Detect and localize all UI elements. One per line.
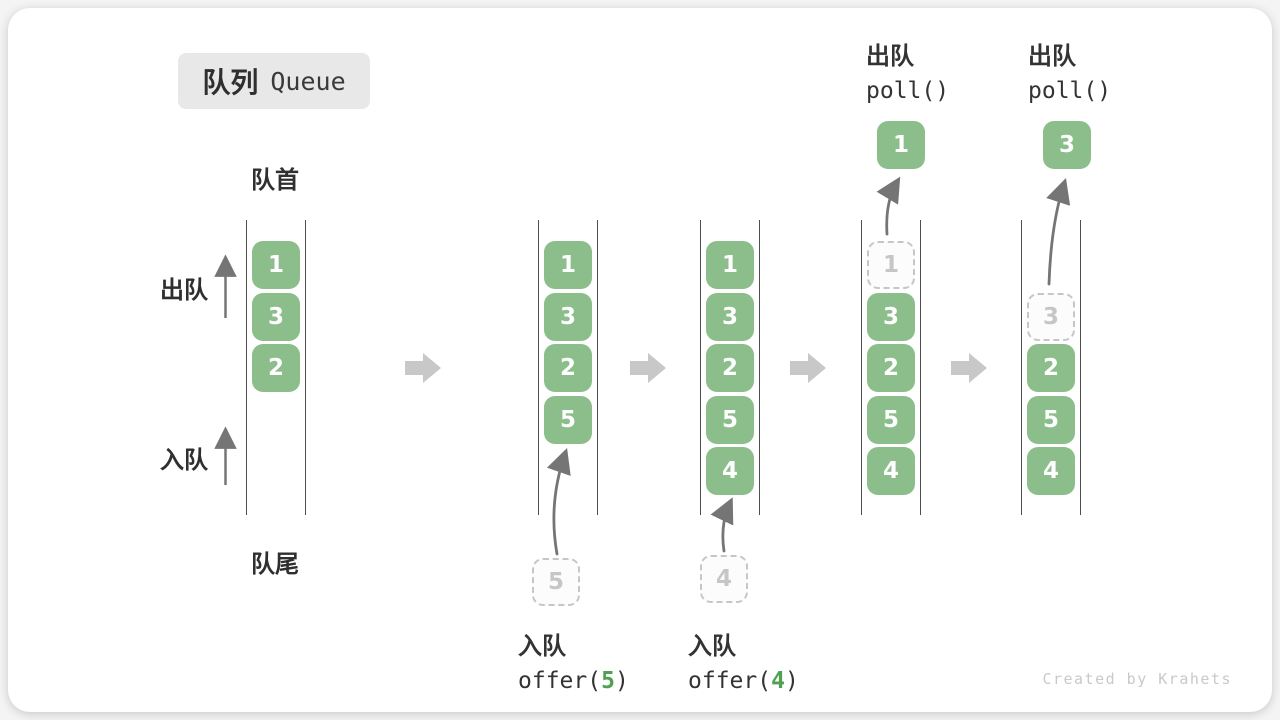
queue-box: 3 bbox=[706, 292, 754, 341]
queue-box: 1 bbox=[706, 241, 754, 289]
operation-code: offer(4) bbox=[688, 668, 799, 694]
code-argument: 5 bbox=[601, 668, 615, 694]
label-enqueue: 入队 bbox=[160, 447, 208, 474]
queue-box: 5 bbox=[867, 395, 915, 444]
queue-box: 4 bbox=[1027, 447, 1075, 495]
removed-dequeue-box-3: 3 bbox=[1043, 121, 1091, 169]
transition-arrow-icon bbox=[790, 353, 826, 383]
operation-offer-4: 入队 offer(4) bbox=[688, 626, 799, 694]
queue-box: 4 bbox=[706, 447, 754, 495]
queue-state-3: 1 3 2 5 4 bbox=[700, 220, 760, 515]
queue-state-1: 1 3 2 bbox=[246, 220, 306, 515]
queue-box: 5 bbox=[706, 395, 754, 444]
queue-box: 3 bbox=[252, 292, 300, 341]
queue-stack: 1 3 2 bbox=[252, 241, 300, 392]
operation-label: 入队 bbox=[518, 633, 566, 660]
queue-box: 1 bbox=[544, 241, 592, 289]
operation-code: poll() bbox=[1028, 78, 1112, 104]
pending-enqueue-box-5: 5 bbox=[532, 558, 580, 606]
queue-stack: 3 2 5 4 bbox=[1027, 292, 1075, 495]
transition-arrow-icon bbox=[630, 353, 666, 383]
label-dequeue: 出队 bbox=[160, 277, 208, 304]
code-prefix: offer( bbox=[518, 668, 602, 694]
queue-state-2: 1 3 2 5 bbox=[538, 220, 598, 515]
queue-box: 4 bbox=[867, 447, 915, 495]
code-prefix: offer( bbox=[688, 668, 772, 694]
queue-state-4: 1 3 2 5 4 bbox=[861, 220, 921, 515]
queue-box: 2 bbox=[706, 344, 754, 392]
code-suffix: ) bbox=[614, 668, 629, 694]
removed-dequeue-box-1: 1 bbox=[877, 121, 925, 169]
title-box: 队列 Queue bbox=[178, 53, 370, 109]
operation-poll-1: 出队 poll() bbox=[866, 36, 949, 104]
operation-poll-2: 出队 poll() bbox=[1028, 36, 1111, 104]
queue-box: 2 bbox=[252, 344, 300, 392]
queue-stack: 1 3 2 5 4 bbox=[706, 241, 754, 495]
transition-arrow-icon bbox=[951, 353, 987, 383]
title-en: Queue bbox=[270, 66, 346, 96]
operation-code: poll() bbox=[866, 78, 950, 104]
operation-label: 入队 bbox=[688, 633, 736, 660]
queue-stack: 1 3 2 5 bbox=[544, 241, 592, 444]
operation-code: offer(5) bbox=[518, 668, 629, 694]
operation-label: 出队 bbox=[1028, 43, 1076, 70]
diagram-canvas: 队列 Queue 队首 队尾 出队 入队 1 3 2 1 3 2 5 1 3 2… bbox=[8, 8, 1272, 712]
diagram-card: 队列 Queue 队首 队尾 出队 入队 1 3 2 1 3 2 5 1 3 2… bbox=[8, 8, 1272, 712]
code-suffix: ) bbox=[784, 668, 799, 694]
pending-enqueue-box-4: 4 bbox=[700, 555, 748, 603]
queue-box: 2 bbox=[544, 344, 592, 392]
label-queue-rear: 队尾 bbox=[251, 551, 299, 578]
queue-state-5: 3 2 5 4 bbox=[1021, 220, 1081, 515]
queue-box: 1 bbox=[252, 241, 300, 289]
queue-box: 2 bbox=[867, 344, 915, 392]
label-queue-front: 队首 bbox=[251, 167, 299, 194]
title-zh: 队列 bbox=[202, 67, 259, 98]
credit-text: Created by Krahets bbox=[1042, 670, 1232, 688]
queue-box: 3 bbox=[544, 292, 592, 341]
arrows-overlay bbox=[214, 176, 1071, 556]
queue-box: 5 bbox=[1027, 395, 1075, 444]
operation-label: 出队 bbox=[866, 43, 914, 70]
operation-offer-5: 入队 offer(5) bbox=[518, 626, 629, 694]
queue-box-removed-slot: 3 bbox=[1027, 292, 1075, 341]
queue-box-removed-slot: 1 bbox=[867, 241, 915, 289]
queue-stack: 1 3 2 5 4 bbox=[867, 241, 915, 495]
queue-box: 2 bbox=[1027, 344, 1075, 392]
code-argument: 4 bbox=[771, 668, 785, 694]
queue-box: 3 bbox=[867, 292, 915, 341]
transition-arrow-icon bbox=[405, 353, 441, 383]
queue-box: 5 bbox=[544, 395, 592, 444]
